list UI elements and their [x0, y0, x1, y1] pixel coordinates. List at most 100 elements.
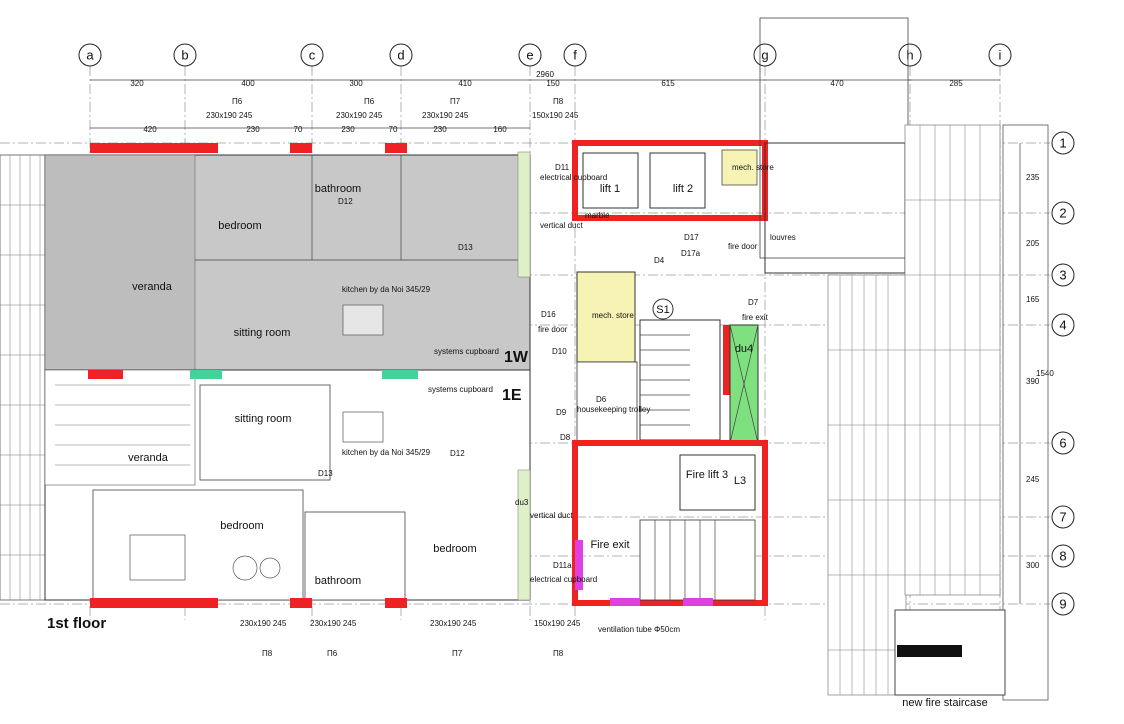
- svg-text:230: 230: [433, 125, 447, 134]
- unit-1e: sitting room veranda kitchen by da Noi 3…: [44, 369, 531, 601]
- svg-text:louvres: louvres: [770, 233, 796, 242]
- svg-text:marble: marble: [585, 211, 610, 220]
- svg-text:D17a: D17a: [681, 249, 701, 258]
- svg-text:D4: D4: [654, 256, 665, 265]
- room-sitting-1e: sitting room: [235, 413, 292, 425]
- svg-text:165: 165: [1026, 295, 1040, 304]
- room-bedroom-1e: bedroom: [220, 520, 263, 532]
- left-balcony-hatch: [0, 154, 46, 601]
- room-veranda-1e: veranda: [128, 452, 169, 464]
- svg-text:D12: D12: [450, 449, 465, 458]
- svg-text:П8: П8: [553, 97, 564, 106]
- stair-s1-label: S1: [656, 304, 669, 316]
- svg-text:230x190 245: 230x190 245: [240, 619, 287, 628]
- svg-text:housekeeping trolley: housekeeping trolley: [577, 405, 650, 414]
- svg-text:300: 300: [1026, 561, 1040, 570]
- svg-text:615: 615: [661, 79, 675, 88]
- svg-text:150x190 245: 150x190 245: [532, 111, 579, 120]
- svg-text:70: 70: [294, 125, 303, 134]
- axis-2: 2: [1059, 206, 1066, 221]
- axis-1: 1: [1059, 136, 1066, 151]
- unit-1w-label: 1W: [504, 349, 529, 366]
- svg-text:D16: D16: [541, 310, 556, 319]
- fire-exit-label: Fire exit: [590, 539, 629, 551]
- top-dimensions: 320 400 300 410 150 615 470 285 2960 420…: [90, 70, 1000, 134]
- svg-text:П6: П6: [232, 97, 243, 106]
- svg-text:D11: D11: [555, 163, 570, 172]
- axis-e: e: [526, 48, 533, 63]
- axis-3: 3: [1059, 268, 1066, 283]
- axis-b: b: [181, 48, 188, 63]
- svg-text:П6: П6: [364, 97, 375, 106]
- right-total-dim: 1540: [1036, 369, 1054, 378]
- svg-text:D13: D13: [458, 243, 473, 252]
- axis-7: 7: [1059, 510, 1066, 525]
- core: lift 1 lift 2 mech. store marble mech. s…: [515, 140, 796, 634]
- room-bedroom-1w: bedroom: [218, 220, 261, 232]
- svg-text:D7: D7: [748, 298, 759, 307]
- lift-1-label: lift 1: [600, 183, 620, 195]
- axis-a: a: [86, 48, 94, 63]
- svg-text:150: 150: [546, 79, 560, 88]
- svg-text:245: 245: [1026, 475, 1040, 484]
- axis-4: 4: [1059, 318, 1066, 333]
- svg-text:D11a: D11a: [553, 561, 572, 570]
- svg-text:70: 70: [389, 125, 398, 134]
- window-tags-bottom: П8 П6 П7 П8 230x190 245 230x190 245 230x…: [240, 619, 581, 658]
- svg-text:D13: D13: [318, 469, 333, 478]
- svg-text:D17: D17: [684, 233, 699, 242]
- svg-text:320: 320: [130, 79, 144, 88]
- svg-text:230x190 245: 230x190 245: [422, 111, 469, 120]
- svg-text:П8: П8: [262, 649, 273, 658]
- room-bathroom-1e: bathroom: [315, 575, 361, 587]
- axis-f: f: [573, 48, 577, 63]
- room-bedroom2-1e: bedroom: [433, 543, 476, 555]
- facade-red-walls: [88, 143, 418, 608]
- axis-i: i: [999, 48, 1002, 63]
- svg-text:systems cupboard: systems cupboard: [428, 385, 493, 394]
- axis-6: 6: [1059, 436, 1066, 451]
- axis-9: 9: [1059, 597, 1066, 612]
- window-tags-top: П6 П6 П7 П8 230x190 245 230x190 245 230x…: [206, 97, 579, 120]
- svg-text:285: 285: [949, 79, 963, 88]
- row-axis-markers: 1 2 3 4 6 7 8 9: [1051, 131, 1075, 616]
- svg-text:235: 235: [1026, 173, 1040, 182]
- svg-text:300: 300: [349, 79, 363, 88]
- svg-text:D8: D8: [560, 433, 571, 442]
- new-fire-staircase-label: new fire staircase: [902, 697, 988, 709]
- svg-text:160: 160: [493, 125, 507, 134]
- svg-text:230x190 245: 230x190 245: [206, 111, 253, 120]
- svg-text:D6: D6: [596, 395, 607, 404]
- svg-text:D9: D9: [556, 408, 567, 417]
- svg-text:vertical duct: vertical duct: [530, 511, 573, 520]
- svg-text:D12: D12: [338, 197, 353, 206]
- svg-text:mech. store: mech. store: [592, 311, 634, 320]
- svg-text:230x190 245: 230x190 245: [310, 619, 357, 628]
- room-bathroom-1w: bathroom: [315, 183, 361, 195]
- axis-h: h: [906, 48, 913, 63]
- floor-title: 1st floor: [47, 615, 106, 632]
- svg-text:ventilation tube Φ50cm: ventilation tube Φ50cm: [598, 625, 680, 634]
- axis-g: g: [761, 48, 768, 63]
- door-tags: D11 D11a D12 D13 D10 D16 D4 D8 D17 D17a …: [318, 163, 759, 570]
- unit-1w: bedroom bathroom veranda sitting room ki…: [44, 154, 531, 371]
- svg-text:230: 230: [246, 125, 260, 134]
- svg-text:420: 420: [143, 125, 157, 134]
- svg-text:vertical duct: vertical duct: [540, 221, 583, 230]
- svg-text:systems cupboard: systems cupboard: [434, 347, 499, 356]
- svg-text:230x190 245: 230x190 245: [336, 111, 383, 120]
- svg-text:П6: П6: [327, 649, 338, 658]
- axis-d: d: [397, 48, 404, 63]
- svg-text:П8: П8: [553, 649, 564, 658]
- column-axis-markers: a b c d e f g h i: [78, 43, 1012, 67]
- svg-text:470: 470: [830, 79, 844, 88]
- lift-2-label: lift 2: [673, 183, 693, 195]
- du4-label: du4: [735, 343, 753, 355]
- room-veranda-1w: veranda: [132, 281, 173, 293]
- svg-text:П7: П7: [450, 97, 461, 106]
- svg-text:390: 390: [1026, 377, 1040, 386]
- svg-text:du3: du3: [515, 498, 529, 507]
- svg-text:fire door: fire door: [538, 325, 568, 334]
- svg-text:mech. store: mech. store: [732, 163, 774, 172]
